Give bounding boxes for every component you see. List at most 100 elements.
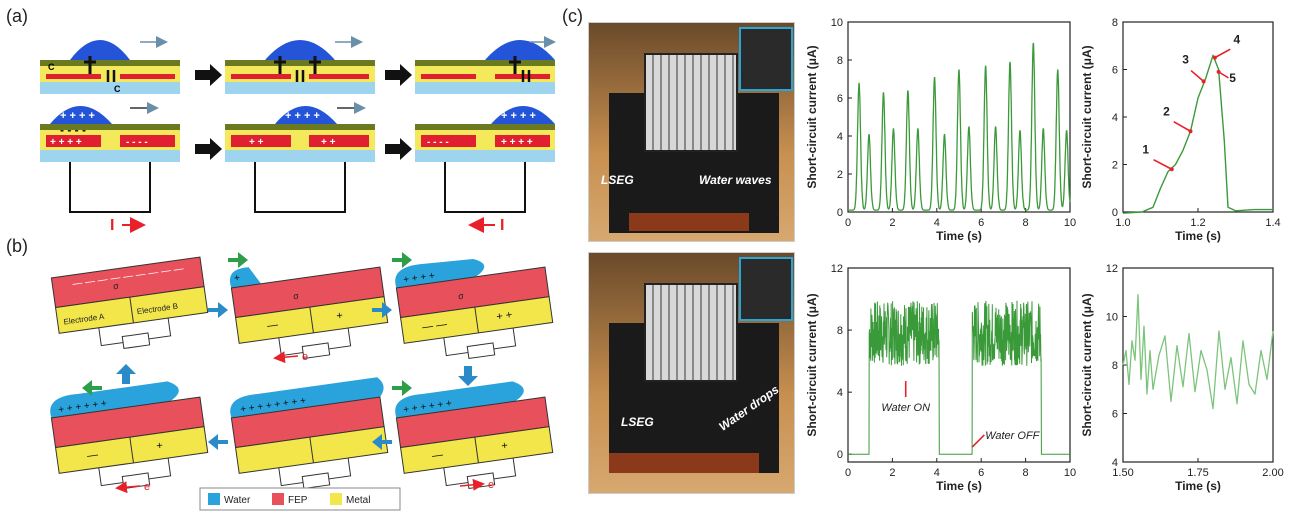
electron-arrow-1: e bbox=[273, 351, 308, 364]
svg-text:σ: σ bbox=[292, 291, 299, 302]
svg-text:—: — bbox=[86, 449, 99, 462]
x-tick-label: 0 bbox=[845, 217, 851, 229]
x-tick-label: 6 bbox=[978, 217, 984, 229]
annotation-point bbox=[1169, 167, 1174, 172]
y-axis-label: Short-circuit current (μA) bbox=[805, 293, 819, 436]
y-tick-label: 4 bbox=[1112, 457, 1118, 469]
svg-text:- - - -: - - - - bbox=[60, 123, 86, 137]
x-axis-label: Time (s) bbox=[936, 479, 982, 493]
svg-text:σ: σ bbox=[457, 291, 464, 302]
x-tick-label: 1.4 bbox=[1265, 217, 1280, 229]
annotation-arrow bbox=[971, 434, 985, 448]
y-tick-label: 10 bbox=[831, 17, 843, 29]
plot-frame bbox=[847, 21, 1071, 213]
stack-b1: + + + + + + + + - - - - - - - - bbox=[40, 102, 180, 213]
panel-a-schematic: C C bbox=[40, 36, 556, 234]
electron-arrow-2: e bbox=[115, 481, 150, 494]
annotation-point bbox=[1201, 79, 1206, 84]
svg-text:+ +: + + bbox=[496, 309, 513, 323]
y-tick-label: 4 bbox=[837, 131, 843, 143]
x-tick-label: 8 bbox=[1023, 467, 1029, 479]
svg-text:+ + + +: + + + + bbox=[60, 110, 95, 122]
stack-a2 bbox=[225, 36, 375, 94]
cell-4: + + + + + + — + bbox=[395, 381, 554, 490]
series-line bbox=[848, 42, 1071, 211]
y-axis-label: Short-circuit current (μA) bbox=[1080, 45, 1094, 188]
svg-text:+ + + +: + + + + bbox=[50, 137, 82, 148]
svg-text:e: e bbox=[302, 351, 308, 363]
panel-b-schematic: Electrode A Electrode B σ — — — — — — — … bbox=[50, 252, 554, 511]
annotation-arrow bbox=[1214, 48, 1231, 59]
svg-text:—: — bbox=[266, 319, 279, 332]
annotation-point bbox=[1216, 69, 1221, 74]
y-axis-label: Short-circuit current (μA) bbox=[805, 45, 819, 188]
svg-text:Metal: Metal bbox=[346, 495, 370, 506]
stack-b3: + + + + - - - - + + + + bbox=[415, 106, 555, 213]
panel-label-b: (b) bbox=[6, 236, 28, 256]
y-tick-label: 12 bbox=[831, 263, 843, 275]
y-tick-label: 6 bbox=[1112, 409, 1118, 421]
annotation-label: 2 bbox=[1163, 104, 1170, 118]
x-axis-label: Time (s) bbox=[1175, 229, 1221, 243]
annotation-arrow bbox=[1153, 158, 1173, 170]
y-tick-label: 8 bbox=[1112, 360, 1118, 372]
svg-text:σ: σ bbox=[112, 281, 119, 292]
photo-bottom-lseg: LSEG bbox=[621, 415, 654, 429]
y-tick-label: 8 bbox=[837, 55, 843, 67]
current-label-right: I bbox=[468, 217, 504, 234]
y-tick-label: 2 bbox=[837, 169, 843, 181]
svg-text:+: + bbox=[156, 440, 164, 453]
x-tick-label: 10 bbox=[1064, 467, 1076, 479]
x-axis-label: Time (s) bbox=[1175, 479, 1221, 493]
svg-text:— —: — — bbox=[421, 318, 447, 333]
svg-text:+: + bbox=[336, 310, 344, 323]
series-line bbox=[1122, 54, 1273, 214]
svg-text:C: C bbox=[48, 62, 55, 72]
stack-a1: C C bbox=[40, 36, 180, 94]
photo-top: LSEG Water waves bbox=[588, 22, 795, 242]
panel-label-c: (c) bbox=[562, 6, 583, 26]
x-tick-label: 1.0 bbox=[1115, 217, 1130, 229]
svg-text:e: e bbox=[144, 481, 150, 493]
y-tick-label: 6 bbox=[1112, 65, 1118, 77]
x-tick-label: 2 bbox=[889, 217, 895, 229]
y-tick-label: 12 bbox=[1106, 263, 1118, 275]
y-tick-label: 0 bbox=[837, 207, 843, 219]
annotation-label: 3 bbox=[1182, 52, 1189, 66]
x-tick-label: 10 bbox=[1064, 217, 1076, 229]
x-tick-label: 6 bbox=[978, 467, 984, 479]
photo-top-lseg: LSEG bbox=[601, 173, 634, 187]
photo-top-water: Water waves bbox=[699, 173, 772, 187]
annotation-water-off: Water OFF bbox=[985, 430, 1040, 442]
y-axis-label: Short-circuit current (μA) bbox=[1080, 293, 1094, 436]
cell-6: + + + + + + — + bbox=[50, 381, 209, 490]
annotation-water-on: Water ON bbox=[881, 402, 930, 414]
legend-water-swatch bbox=[208, 493, 220, 505]
y-tick-label: 6 bbox=[837, 93, 843, 105]
svg-text:e: e bbox=[488, 479, 494, 491]
svg-text:FEP: FEP bbox=[288, 495, 308, 506]
svg-text:+ +: + + bbox=[249, 137, 264, 148]
legend-metal-swatch bbox=[330, 493, 342, 505]
y-tick-label: 10 bbox=[1106, 312, 1118, 324]
stack-b2: + + + + + + + + bbox=[225, 102, 375, 213]
y-tick-label: 0 bbox=[1112, 207, 1118, 219]
x-axis-label: Time (s) bbox=[936, 229, 982, 243]
svg-text:- - - -: - - - - bbox=[427, 137, 449, 148]
plot-frame bbox=[1122, 21, 1274, 213]
annotation-label: 4 bbox=[1234, 33, 1241, 47]
svg-text:—: — bbox=[431, 449, 444, 462]
cell-1: Electrode A Electrode B σ — — — — — — — … bbox=[50, 256, 209, 350]
cell-2: + — + σ bbox=[229, 266, 389, 360]
y-tick-label: 8 bbox=[837, 325, 843, 337]
x-tick-label: 0 bbox=[845, 467, 851, 479]
cell-5: + + + + + + + + bbox=[230, 377, 389, 490]
svg-text:+ + + +: + + + + bbox=[501, 137, 533, 148]
x-tick-label: 8 bbox=[1023, 217, 1029, 229]
series-line bbox=[848, 300, 1070, 455]
svg-text:+ + + +: + + + + bbox=[403, 270, 436, 285]
annotation-arrow bbox=[1190, 69, 1205, 82]
